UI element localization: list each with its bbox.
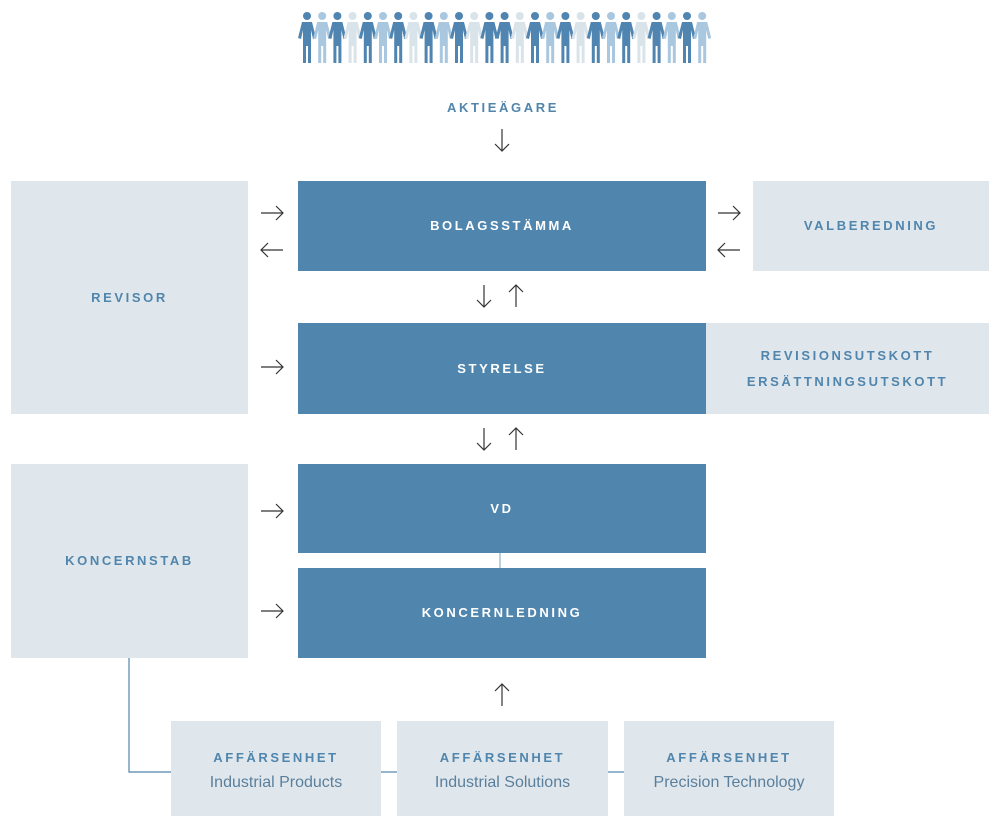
person-icon <box>328 12 347 63</box>
person-icon <box>343 12 362 63</box>
business-unit-name: Industrial Solutions <box>434 773 571 791</box>
person-icon <box>678 12 696 63</box>
koncernstab-label: KONCERNSTAB <box>65 553 194 568</box>
person-icon <box>404 12 423 63</box>
koncernstab-box: KONCERNSTAB <box>11 464 248 658</box>
person-icon <box>541 12 560 63</box>
person-icon <box>586 12 605 63</box>
business-unit-industrial-solutions: AFFÄRSENHET Industrial Solutions <box>397 721 608 816</box>
vd-label: VD <box>490 500 514 516</box>
business-unit-label: AFFÄRSENHET <box>439 749 566 765</box>
person-icon <box>389 12 408 63</box>
business-unit-precision-technology: AFFÄRSENHET Precision Technology <box>624 721 834 816</box>
revisor-label: REVISOR <box>91 289 168 305</box>
person-icon <box>556 12 575 63</box>
person-icon <box>434 12 453 63</box>
koncernledning-label: KONCERNLEDNING <box>421 605 583 620</box>
arrow-up-units-to-koncernledning <box>494 683 510 707</box>
person-icon <box>632 12 651 63</box>
arrow-right-stamma-to-valberedning <box>717 205 741 221</box>
koncernstab-units-connector <box>128 658 171 773</box>
person-icon <box>358 12 377 63</box>
committees-box: REVISIONSUTSKOTT ERSÄTTNINGSUTSKOTT <box>706 323 989 414</box>
bolagsstamma-label: BOLAGSSTÄMMA <box>430 218 574 233</box>
arrow-left-valberedning-to-stamma <box>717 242 741 258</box>
shareholder-figures <box>298 12 712 63</box>
business-unit-name: Industrial Products <box>209 773 343 791</box>
styrelse-label: STYRELSE <box>457 360 547 376</box>
arrow-right-koncernstab-to-vd <box>260 503 284 519</box>
arrow-down-stamma-to-styrelse <box>476 284 492 308</box>
arrow-up-styrelse-to-stamma <box>508 284 524 308</box>
shareholders-label: AKTIEÄGARE <box>447 100 559 115</box>
person-icon <box>374 12 392 63</box>
person-icon <box>495 12 514 63</box>
valberedning-label: VALBEREDNING <box>803 218 939 233</box>
person-icon <box>419 12 438 63</box>
koncernledning-box: KONCERNLEDNING <box>298 568 706 658</box>
revisionsutskott-label: REVISIONSUTSKOTT <box>760 347 935 363</box>
arrow-right-revisor-to-styrelse <box>260 359 284 375</box>
styrelse-box: STYRELSE <box>298 323 706 414</box>
arrow-right-revisor-to-stamma <box>260 205 284 221</box>
arrow-left-stamma-to-revisor <box>260 242 284 258</box>
business-unit-name: Precision Technology <box>653 773 805 791</box>
business-unit-label: AFFÄRSENHET <box>666 749 792 765</box>
person-icon <box>450 12 468 63</box>
person-icon <box>480 12 499 63</box>
person-icon <box>602 12 620 63</box>
person-icon <box>465 12 484 63</box>
vd-box: VD <box>298 464 706 553</box>
person-icon <box>617 12 636 63</box>
arrow-down-shareholders <box>494 128 510 152</box>
person-icon <box>526 12 544 63</box>
business-unit-industrial-products: AFFÄRSENHET Industrial Products <box>171 721 381 816</box>
revisor-box: REVISOR <box>11 181 248 414</box>
business-unit-label: AFFÄRSENHET <box>213 749 339 765</box>
arrow-down-styrelse-to-vd <box>476 427 492 451</box>
bolagsstamma-box: BOLAGSSTÄMMA <box>298 181 706 271</box>
valberedning-box: VALBEREDNING <box>753 181 989 271</box>
person-icon <box>647 12 666 63</box>
ersattningsutskott-label: ERSÄTTNINGSUTSKOTT <box>746 373 949 389</box>
arrow-right-koncernstab-to-koncernledning <box>260 603 284 619</box>
person-icon <box>510 12 529 63</box>
person-icon <box>693 12 712 63</box>
arrow-up-vd-to-styrelse <box>508 427 524 451</box>
person-icon <box>313 12 332 63</box>
person-icon <box>662 12 681 63</box>
person-icon <box>298 12 316 63</box>
person-icon <box>571 12 590 63</box>
